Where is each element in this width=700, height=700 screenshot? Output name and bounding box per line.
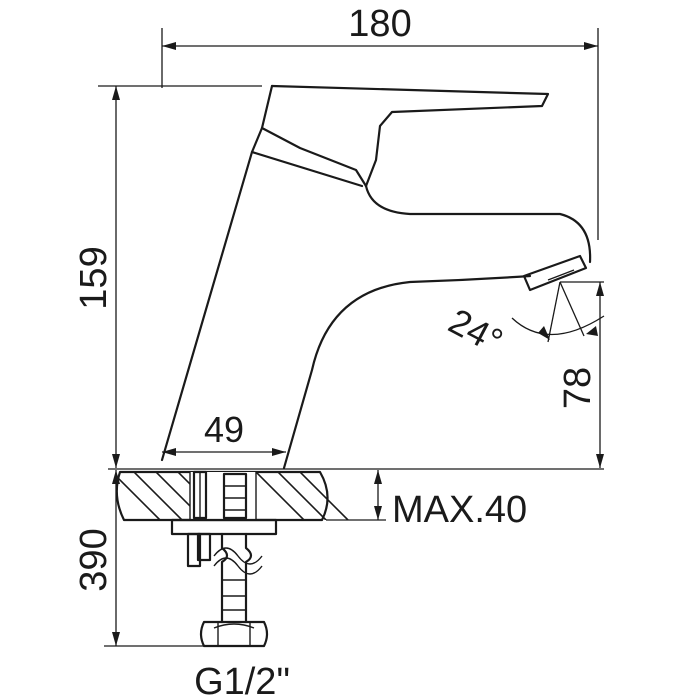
deck-countertop	[108, 468, 604, 522]
dim-width-180: 180	[161, 3, 599, 240]
dim-deck-thickness: MAX.40	[326, 470, 527, 531]
dim-spout-angle: 24°	[442, 281, 605, 362]
mounting-hardware	[170, 470, 278, 648]
label-height: 159	[73, 246, 115, 309]
dim-height-159: 159	[73, 85, 262, 468]
dim-spout-height-78: 78	[557, 281, 604, 468]
label-spout-angle: 24°	[442, 300, 509, 362]
hex-nut	[199, 620, 269, 648]
body-outline	[160, 150, 254, 462]
label-spout-height: 78	[557, 367, 599, 409]
label-base-width: 49	[204, 409, 244, 450]
dim-base-49: 49	[162, 409, 286, 456]
label-thread: G1/2"	[194, 661, 290, 700]
dim-hose-390: 390	[73, 470, 204, 647]
label-hose-length: 390	[73, 528, 115, 591]
aerator	[522, 254, 588, 292]
handle-lever	[270, 84, 550, 188]
label-width: 180	[348, 3, 411, 45]
hose	[220, 532, 229, 624]
label-deck-thickness: MAX.40	[392, 489, 527, 531]
faucet-body	[160, 84, 592, 470]
